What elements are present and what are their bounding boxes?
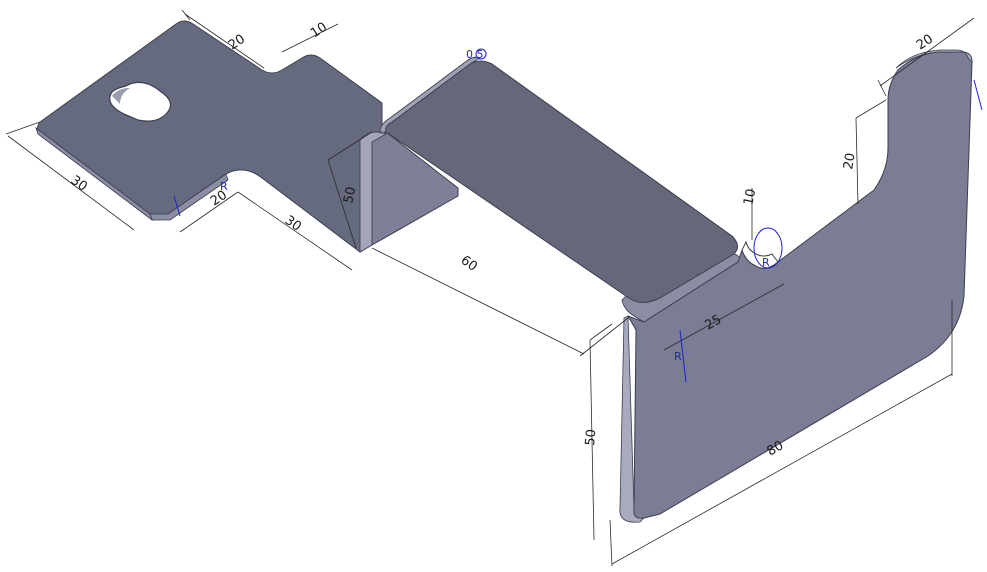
dim-length-60: 60 [458,253,480,275]
left-flat-plate [36,20,383,253]
left-riser-bend [359,131,388,253]
right-bend [621,253,740,323]
right-flange-edge [619,315,646,523]
sheet-metal-part [35,20,973,523]
bend-radius-3: R [674,350,682,363]
dim-right-top-20: 20 [841,152,859,171]
dim-top-10: 10 [308,20,330,42]
top-callout: 0.5 [466,48,484,61]
dim-tab-30: 30 [282,213,304,235]
blue-annotations: 0.5 R R R [173,48,983,383]
right-flange-top-edge [895,49,973,69]
bend-radius-1: R [220,180,228,193]
slot-hole-inner-wall [112,88,130,104]
top-bend-marker [475,48,487,60]
slot-hole [109,81,172,122]
dim-bottom-80: 80 [765,438,787,459]
notch-radius-circle [753,227,783,269]
flange-notch [741,240,779,269]
dim-flange-20: 20 [914,32,936,54]
left-plate-front-edge [149,173,229,221]
upper-plate-left-edge [379,56,481,133]
bend-radius-2: R [762,256,770,269]
dim-height-50: 50 [341,186,359,205]
dim-left-30: 30 [68,173,90,195]
dim-vert-50: 50 [583,429,599,447]
dim-slot-10: 10 [741,188,759,207]
dim-lip-25: 25 [703,312,725,333]
